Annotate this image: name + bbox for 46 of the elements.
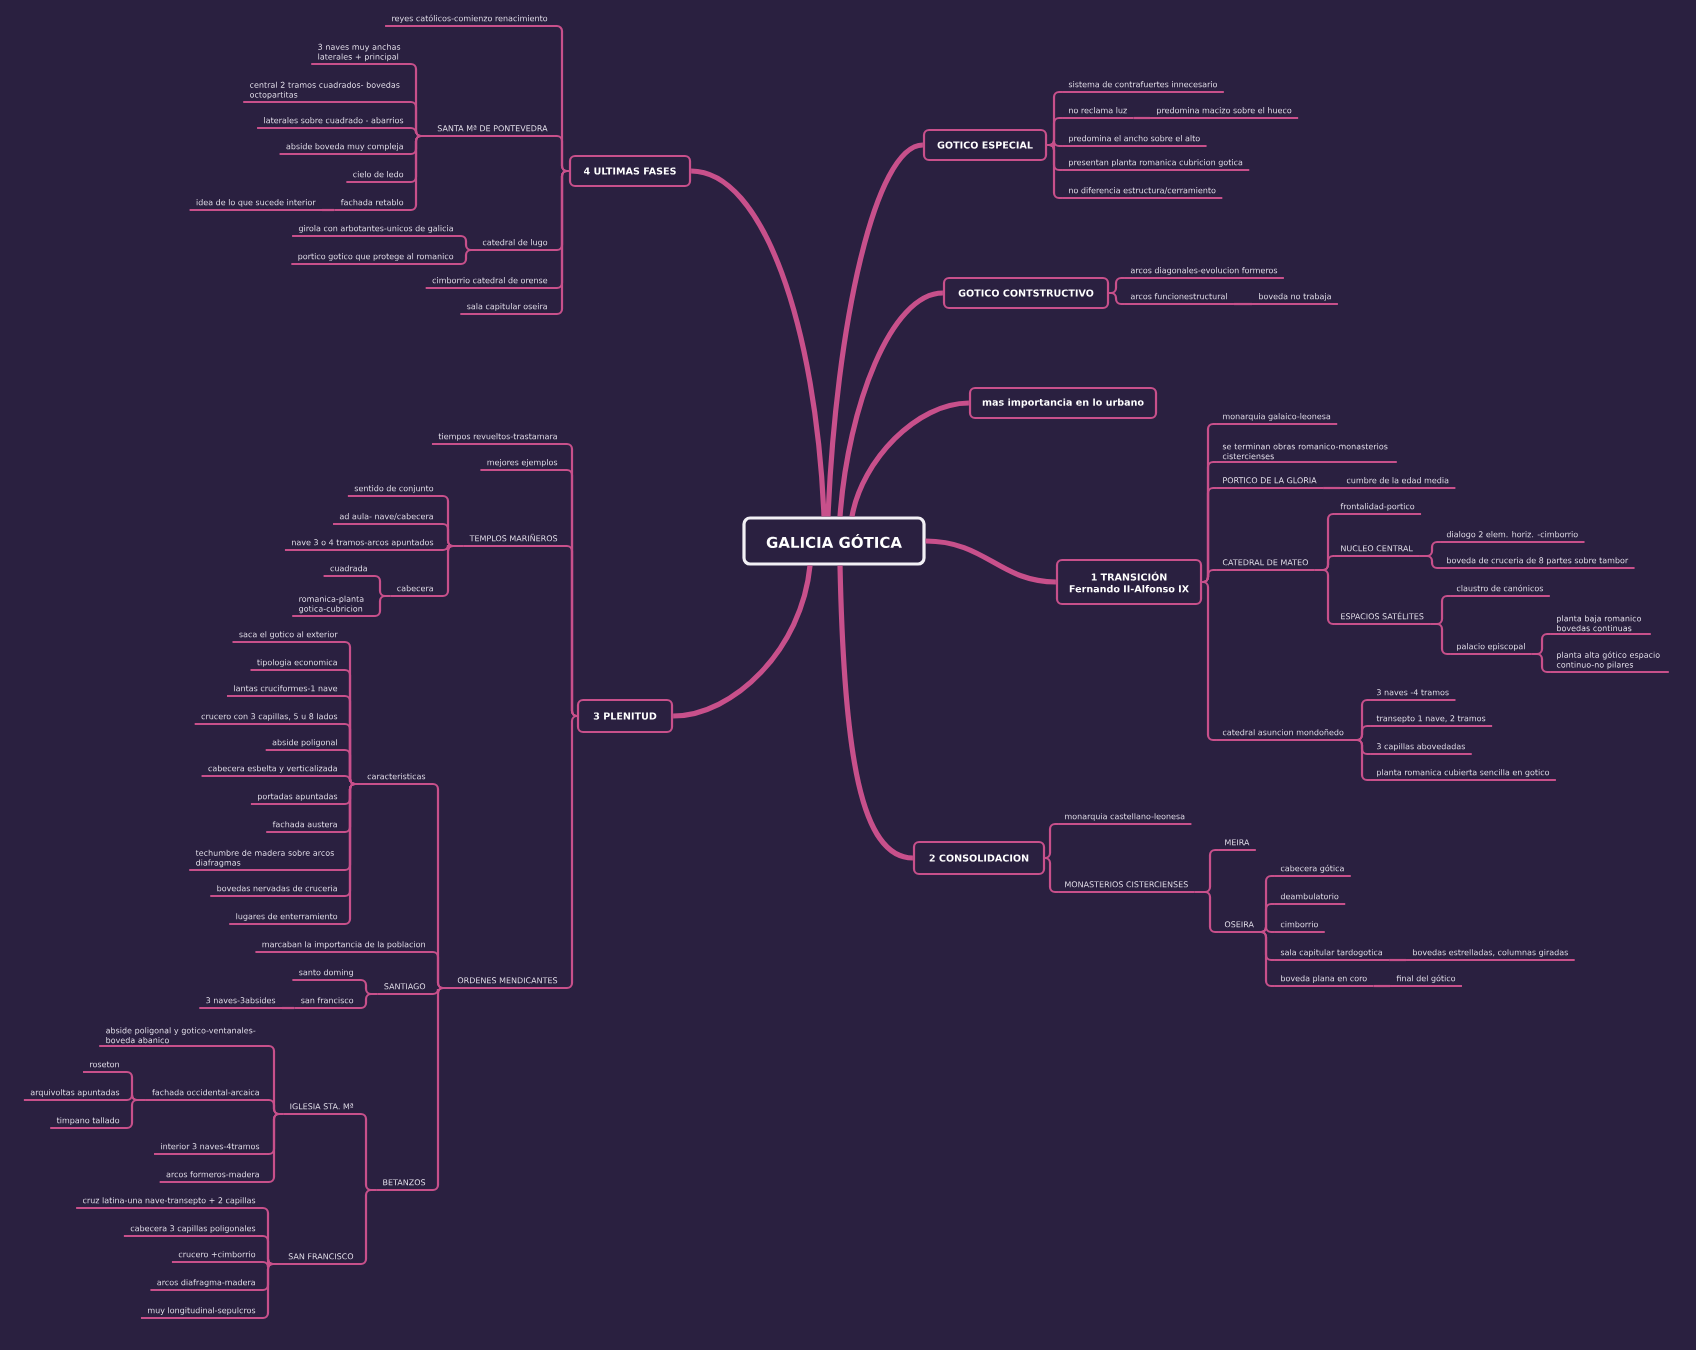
connector-line bbox=[261, 1262, 282, 1320]
connector-line bbox=[1419, 554, 1440, 570]
connector-line bbox=[1531, 652, 1550, 674]
connector-line bbox=[359, 1188, 377, 1266]
connector-line bbox=[440, 544, 464, 598]
connector-line bbox=[431, 986, 451, 1192]
connector-line bbox=[1194, 890, 1218, 934]
branch-curve bbox=[690, 168, 827, 517]
connector-line bbox=[1389, 958, 1406, 962]
connector-line bbox=[1350, 738, 1370, 782]
connector-line bbox=[1109, 291, 1124, 306]
connector-line bbox=[1109, 276, 1124, 295]
branch-curve bbox=[925, 538, 1057, 585]
connector-line bbox=[1259, 930, 1274, 988]
branch-curve bbox=[837, 290, 944, 517]
connector-line bbox=[1430, 622, 1450, 656]
connector-line bbox=[1259, 925, 1274, 934]
connector-line bbox=[1133, 116, 1150, 120]
branch-curve bbox=[837, 565, 914, 861]
connector-line bbox=[1047, 139, 1062, 152]
branch-curve bbox=[849, 400, 970, 518]
connector-line bbox=[1323, 486, 1340, 490]
connector-line bbox=[459, 248, 476, 266]
connector-line bbox=[1201, 580, 1216, 742]
connector-line bbox=[1043, 822, 1058, 860]
branch-curve bbox=[672, 565, 813, 719]
connector-line bbox=[1047, 116, 1062, 147]
connector-line bbox=[266, 1112, 284, 1184]
connector-line bbox=[125, 1098, 146, 1130]
connector-line bbox=[554, 134, 569, 173]
connector-line bbox=[1047, 143, 1062, 200]
connector-line bbox=[409, 134, 431, 212]
connector-line bbox=[343, 782, 361, 926]
connector-line bbox=[564, 544, 579, 718]
connector-line bbox=[1043, 856, 1058, 894]
connector-line bbox=[359, 992, 378, 1010]
connector-line bbox=[554, 169, 569, 316]
connector-line bbox=[322, 208, 335, 212]
connector-line bbox=[373, 594, 391, 618]
connector-line bbox=[282, 1006, 295, 1010]
connector-line bbox=[1373, 984, 1390, 988]
branch-curve bbox=[825, 142, 924, 517]
connector-line bbox=[564, 714, 579, 990]
connector-line bbox=[1201, 568, 1216, 584]
connector-line bbox=[1234, 302, 1252, 306]
connector-line bbox=[1314, 568, 1335, 626]
